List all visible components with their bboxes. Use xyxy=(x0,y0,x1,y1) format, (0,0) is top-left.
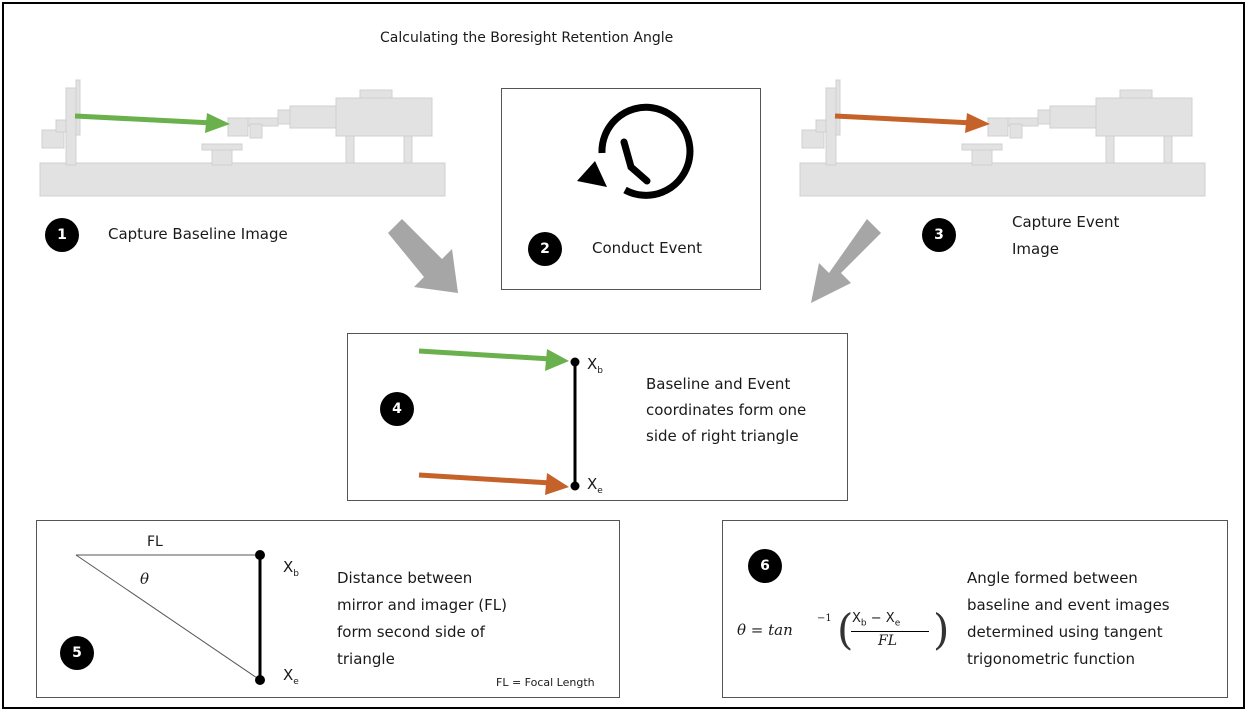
step-2-label: Conduct Event xyxy=(592,239,703,257)
fl-label: FL xyxy=(147,534,163,550)
step-3-label-line2: Image xyxy=(1012,240,1059,258)
formula-paren-right: ) xyxy=(933,605,950,654)
formula-numerator: Xb − Xe xyxy=(852,611,901,629)
step-6-line4: trigonometric function xyxy=(967,650,1135,668)
optical-bench-icon xyxy=(39,79,446,197)
step-5-line4: triangle xyxy=(337,650,395,668)
triangle-side-diagram xyxy=(418,348,580,495)
step-5-line3: form second side of xyxy=(337,623,485,641)
xe-label: Xe xyxy=(587,475,603,496)
formula-paren-left: ( xyxy=(837,605,854,654)
step-6-line3: determined using tangent xyxy=(967,623,1163,641)
step-5-badge: 5 xyxy=(60,636,94,670)
step-4-line2: coordinates form one xyxy=(646,401,807,419)
flow-arrow-left xyxy=(388,219,458,293)
xb-label: Xb xyxy=(587,355,603,376)
xb-label-2: Xb xyxy=(283,558,299,579)
step-3-label-line1: Capture Event xyxy=(1012,213,1120,231)
step-5-box xyxy=(36,520,620,698)
formula-fraction-bar xyxy=(851,631,929,632)
optical-bench-icon xyxy=(799,79,1206,197)
focal-length-footnote: FL = Focal Length xyxy=(496,676,595,689)
step-3-badge: 3 xyxy=(922,218,956,252)
step-1-badge: 1 xyxy=(45,218,79,252)
step-6-box xyxy=(722,520,1228,698)
step-4-line1: Baseline and Event xyxy=(646,375,791,393)
step-1-label: Capture Baseline Image xyxy=(108,225,288,243)
right-triangle-diagram xyxy=(75,550,265,685)
diagram-title: Calculating the Boresight Retention Angl… xyxy=(380,30,674,46)
xe-label-2: Xe xyxy=(283,666,299,687)
formula-lhs: θ = tan xyxy=(737,621,793,639)
step-5-line1: Distance between xyxy=(337,569,473,587)
baseline-arrow xyxy=(74,113,230,133)
step-2-badge: 2 xyxy=(528,232,562,266)
step-5-line2: mirror and imager (FL) xyxy=(337,596,507,614)
clock-rewind-icon xyxy=(577,103,694,199)
flow-arrow-right xyxy=(811,219,881,303)
step-4-line3: side of right triangle xyxy=(646,427,799,445)
formula-exponent: −1 xyxy=(817,613,832,624)
formula-denominator: FL xyxy=(878,633,898,649)
step-4-box xyxy=(347,333,848,501)
step-6-badge: 6 xyxy=(748,549,782,583)
step-4-badge: 4 xyxy=(380,392,414,426)
step-6-line1: Angle formed between xyxy=(967,569,1138,587)
theta-label: θ xyxy=(140,570,150,588)
event-arrow xyxy=(834,113,990,133)
step-6-line2: baseline and event images xyxy=(967,596,1170,614)
